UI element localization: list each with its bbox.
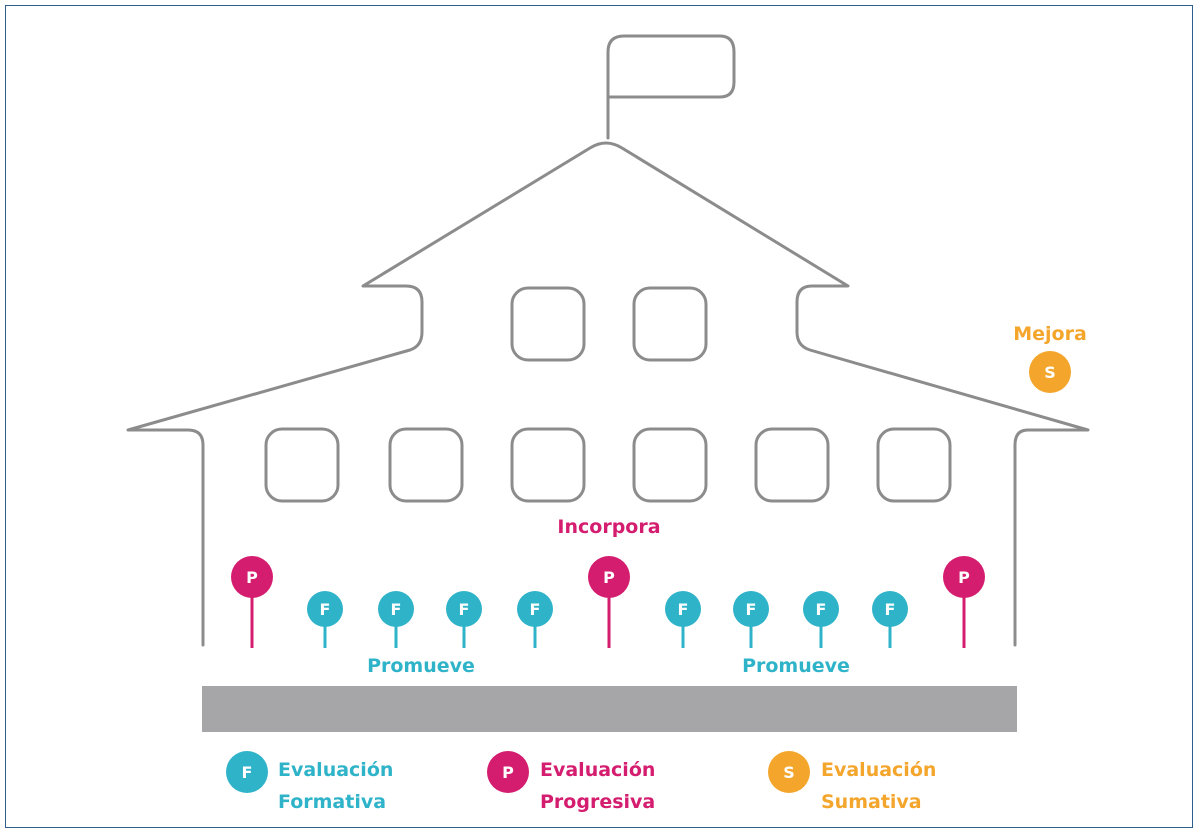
marker-letter: F (678, 600, 689, 619)
legend-formativa-line2: Formativa (278, 791, 386, 813)
ground-bar (202, 686, 1017, 732)
marker-circle (307, 591, 343, 627)
flag (606, 34, 736, 140)
legend-sumativa-letter: S (783, 763, 795, 782)
school-building (126, 34, 1090, 647)
marker-letter: F (530, 600, 541, 619)
legend-sumativa-line1: Evaluación (821, 759, 936, 781)
window-lower (754, 427, 830, 503)
marker-circle (872, 591, 908, 627)
legend-formativa-letter: F (242, 763, 253, 782)
marker-letter: P (958, 568, 970, 587)
legend-progresiva-letter: P (502, 763, 514, 782)
legend-progresiva-line1: Evaluación (540, 759, 655, 781)
legend-sumativa-line2: Sumativa (821, 791, 922, 813)
promueve-label-right: Promueve (742, 655, 850, 677)
marker-letter: F (459, 600, 470, 619)
sumativa-marker: S (1029, 351, 1071, 393)
window-lower (876, 427, 952, 503)
marker-circle (665, 591, 701, 627)
marker-circle (231, 556, 273, 598)
marker-circle (733, 591, 769, 627)
progresiva-marker: P (943, 556, 985, 648)
marker-letter: P (603, 568, 615, 587)
marker-circle (378, 591, 414, 627)
window-upper (632, 286, 708, 362)
window-upper (510, 286, 586, 362)
marker-letter: P (246, 568, 258, 587)
marker-circle (517, 591, 553, 627)
legend-item-sumativa: S Evaluación Sumativa (768, 751, 936, 813)
marker-circle (943, 556, 985, 598)
formativa-marker: F (446, 591, 482, 648)
formativa-marker: F (733, 591, 769, 648)
incorpora-label: Incorpora (557, 516, 660, 538)
formativa-marker: F (378, 591, 414, 648)
window-lower (388, 427, 464, 503)
promueve-label-left: Promueve (367, 655, 475, 677)
marker-circle (446, 591, 482, 627)
window-lower (632, 427, 708, 503)
formativa-marker: F (803, 591, 839, 648)
building-outline (126, 141, 1090, 647)
marker-letter: F (746, 600, 757, 619)
marker-circle (803, 591, 839, 627)
marker-letter: F (816, 600, 827, 619)
progresiva-marker: P (231, 556, 273, 648)
sumativa-marker-letter: S (1044, 363, 1056, 382)
legend-item-progresiva: P Evaluación Progresiva (487, 751, 655, 813)
formativa-marker: F (517, 591, 553, 648)
mejora-label: Mejora (1013, 323, 1087, 345)
formativa-marker: F (872, 591, 908, 648)
marker-letter: F (885, 600, 896, 619)
legend: F Evaluación Formativa P Evaluación Prog… (226, 751, 936, 813)
diagram-frame (5, 5, 1193, 828)
formativa-marker: F (665, 591, 701, 648)
marker-letter: F (320, 600, 331, 619)
legend-formativa-line1: Evaluación (278, 759, 393, 781)
legend-progresiva-line2: Progresiva (540, 791, 655, 813)
window-lower (510, 427, 586, 503)
marker-circle (588, 556, 630, 598)
window-lower (264, 427, 340, 503)
progresiva-marker: P (588, 556, 630, 648)
marker-letter: F (391, 600, 402, 619)
legend-item-formativa: F Evaluación Formativa (226, 751, 393, 813)
formativa-marker: F (307, 591, 343, 648)
markers: P F F F F P F F F F P (231, 556, 985, 648)
